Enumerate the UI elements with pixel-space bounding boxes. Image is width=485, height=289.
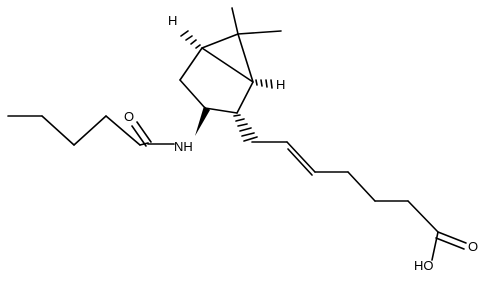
carboxylic-acid: O HO: [414, 231, 478, 273]
bond-chain-4: [347, 171, 376, 202]
bicyclic-ring: [179, 7, 282, 114]
bond-ring-d: [236, 81, 254, 114]
amide-nh-label: NH: [174, 139, 193, 154]
acid-hydroxyl-label: HO: [414, 258, 434, 273]
bond-acid-c-o-double-b: [435, 237, 465, 250]
bond-ring-g: [237, 33, 254, 83]
amide-oxygen-label: O: [124, 109, 134, 124]
bond-carbonyl-double-a: [131, 125, 147, 147]
acid-oxygen-label: O: [468, 239, 478, 254]
bond-c4-c5: [105, 115, 141, 146]
hydrogen-right-label: H: [276, 77, 285, 92]
bond-methyl-1: [231, 7, 239, 35]
bond-carbonyl-double-b: [136, 121, 152, 143]
bond-acid-c-o-double-a: [437, 231, 467, 244]
bond-ring-c: [204, 107, 238, 114]
bond-chain-2: [286, 141, 316, 173]
bond-ring-a: [179, 79, 206, 109]
amide-carbonyl: O NH: [124, 109, 193, 154]
bond-chain-double-a: [287, 148, 313, 176]
bond-c3-c4: [73, 115, 107, 146]
bond-ring-b: [179, 47, 203, 81]
hashed-bond-ring-chain: [233, 114, 258, 142]
bond-acid-c-oh: [431, 231, 439, 261]
bond-c2-c3: [41, 115, 75, 146]
heptenoic-chain: [251, 141, 439, 233]
bond-chain-6: [407, 200, 439, 233]
hashed-bond-right: [255, 79, 273, 89]
hashed-bond-left: [180, 30, 201, 49]
bond-ring-f: [201, 33, 239, 49]
bond-ring-e: [201, 47, 254, 83]
bond-methyl-2: [237, 30, 282, 35]
wedge-bond-n-ring: [195, 106, 210, 136]
hydrogen-left-label: H: [168, 13, 177, 28]
